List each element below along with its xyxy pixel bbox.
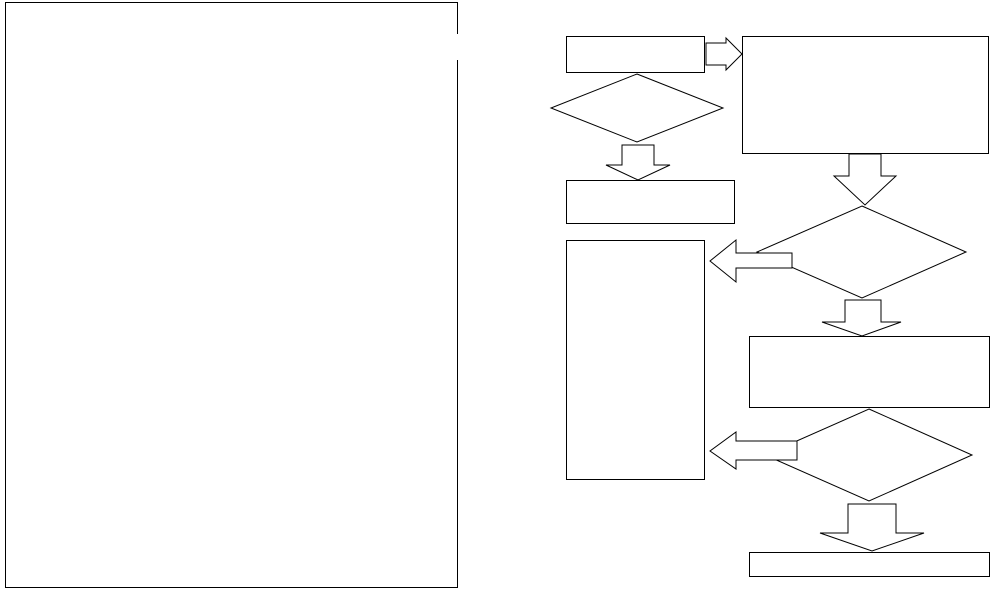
left-panel-notch [455, 34, 461, 60]
arrow-decision-2-to-result [709, 238, 793, 284]
end-box [749, 552, 990, 577]
arrow-decision-3-down [819, 503, 925, 552]
arrow-decision-2-down [821, 299, 902, 337]
large-right-box [742, 36, 989, 154]
arrow-start-to-large-box [705, 36, 743, 72]
decision-3 [763, 408, 974, 502]
arrow-decision-3-to-result [709, 431, 798, 470]
tall-result-box [566, 240, 705, 480]
arrow-large-box-to-decision-2 [832, 153, 898, 206]
left-panel [5, 2, 458, 588]
start-box [566, 36, 705, 73]
decision-2 [755, 205, 968, 299]
box-below-decision-1 [566, 180, 735, 224]
middle-right-box [749, 336, 990, 408]
decision-1 [549, 73, 725, 143]
arrow-decision-1-down [605, 144, 671, 181]
